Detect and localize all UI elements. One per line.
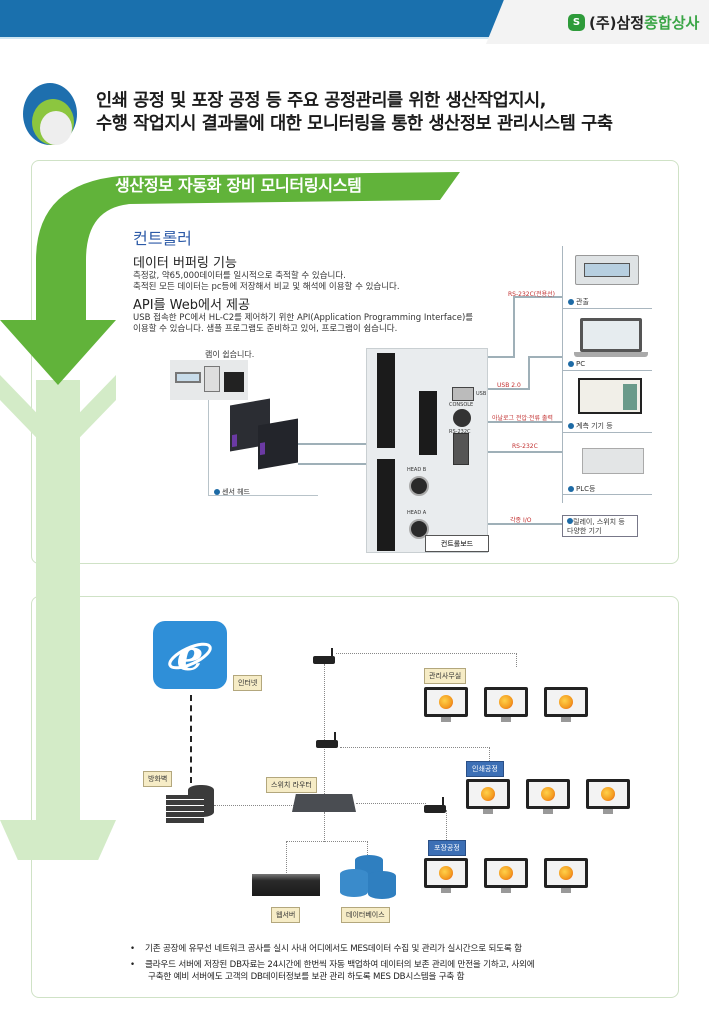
small-caption: 램이 쉽습니다. (205, 350, 255, 359)
company-name-suffix: 종합상사 (644, 14, 700, 32)
feature-text: USB 접속한 PC에서 HL-C2를 제어하기 위한 API(Applicat… (133, 313, 474, 323)
switch-router-label: 스위치 라우터 (266, 777, 317, 793)
firewall-icon (166, 785, 214, 823)
internet-label: 인터넷 (233, 675, 263, 691)
monitor-icon (466, 779, 510, 814)
connection-label: 각종 I/O (510, 517, 532, 524)
web-server-icon (252, 874, 320, 896)
monitor-icon (424, 687, 468, 722)
monitor-icon (544, 687, 588, 722)
display-unit-image (170, 360, 248, 400)
connection-label: RS-232C (512, 443, 538, 450)
headline-line-1: 인쇄 공정 및 포장 공정 등 주요 공정관리를 위한 생산작업지시, (96, 91, 546, 111)
controller-board-label: 컨트롤보드 (425, 535, 489, 552)
monitor-icon (484, 858, 528, 893)
connection-label: RS-232C(전용선) (508, 291, 556, 298)
headline-line-2: 수행 작업지시 결과물에 대한 모니터링을 통한 생산정보 관리시스템 구축 (96, 114, 613, 134)
controller-title: 컨트롤러 (133, 229, 192, 248)
firewall-label: 방화벽 (143, 771, 173, 787)
monitor-icon (526, 779, 570, 814)
usb-port (452, 387, 474, 401)
monitoring-system-panel (31, 160, 679, 564)
packaging-monitors (424, 858, 588, 893)
monitor-icon (544, 858, 588, 893)
database-icon (340, 855, 400, 899)
relay-switch-box: 릴레이, 스위치 등 다양한 기기 (562, 515, 638, 537)
sensor-head-label: 센서 헤드 (214, 487, 250, 497)
notes-list: • 기존 공장에 유무선 네트워크 공사를 실시 사내 어디에서도 MES데이터… (130, 943, 670, 983)
header-band-underline (0, 37, 546, 39)
plc-image (582, 448, 644, 474)
feature-buffering: 데이터 버퍼링 기능 측정값, 약65,000데이터를 일시적으로 축적할 수 … (133, 252, 503, 293)
header-band (0, 0, 560, 37)
connection-label: USB 2.0 (497, 382, 521, 389)
laptop-image (580, 318, 642, 352)
group-label-printing: 인쇄공정 (466, 761, 504, 777)
device-label: 계측 기기 등 (568, 421, 613, 431)
svg-text:e: e (177, 632, 204, 678)
company-name-prefix: (주)삼정 (589, 14, 645, 32)
monitor-icon (424, 858, 468, 893)
feature-title: 데이터 버퍼링 기능 (133, 256, 237, 271)
circle-logo-icon (23, 83, 77, 145)
header-logo-area (486, 0, 709, 44)
group-label-office: 관리사무실 (424, 668, 467, 684)
network-diagram-panel (31, 596, 679, 998)
page-headline: 인쇄 공정 및 포장 공정 등 주요 공정관리를 위한 생산작업지시, 수행 작… (96, 90, 613, 136)
flow-arrow-icon (0, 172, 460, 860)
feature-text: 이용할 수 있습니다. 샘플 프로그램도 준비하고 있어, 프로그램이 쉽습니다… (133, 324, 398, 334)
database-label: 데이터베이스 (341, 907, 390, 923)
measuring-device-image (578, 378, 642, 414)
section-title: 생산정보 자동화 장비 모니터링시스템 (115, 176, 362, 195)
monitor-icon (586, 779, 630, 814)
feature-api: API를 Web에서 제공 USB 접속한 PC에서 HL-C2를 제어하기 위… (133, 294, 503, 335)
feature-text: 측정값, 약65,000데이터를 일시적으로 축적할 수 있습니다. (133, 271, 346, 281)
note-item: • 기존 공장에 유무선 네트워크 공사를 실시 사내 어디에서도 MES데이터… (130, 944, 522, 954)
controller-board-image: HEAD B HEAD A CONSOLE RS-232C USB (366, 348, 488, 553)
device-label: PC (568, 360, 585, 368)
internet-explorer-icon: e (153, 621, 227, 689)
office-monitors (424, 687, 588, 722)
web-server-label: 웹서버 (271, 907, 301, 923)
router-icon (313, 648, 335, 664)
router-icon (316, 732, 338, 748)
feature-text: 축적된 모든 데이터는 pc등에 저장해서 비교 및 해석에 이용할 수 있습니… (133, 282, 400, 292)
note-item-continued: 구축한 예비 서버에도 고객의 DB데이터정보를 보관 관리 하도록 MES D… (148, 972, 465, 982)
router-icon (424, 797, 446, 813)
switch-icon (292, 794, 356, 812)
printing-monitors (466, 779, 630, 814)
feature-title: API를 Web에서 제공 (133, 298, 250, 313)
device-label: PLC등 (568, 484, 595, 494)
display-panel-image (575, 255, 639, 285)
note-item: • 클라우드 서버에 저장된 DB자료는 24시간에 한번씩 자동 백업하여 데… (130, 960, 535, 970)
company-logo-icon: S (568, 14, 585, 31)
group-label-packaging: 포장공정 (428, 840, 466, 856)
device-label: 관출 (568, 297, 589, 307)
connection-label: 아날로그 전압·전류 출력 (492, 415, 553, 422)
sensor-head-image-2 (258, 418, 298, 470)
monitor-icon (484, 687, 528, 722)
